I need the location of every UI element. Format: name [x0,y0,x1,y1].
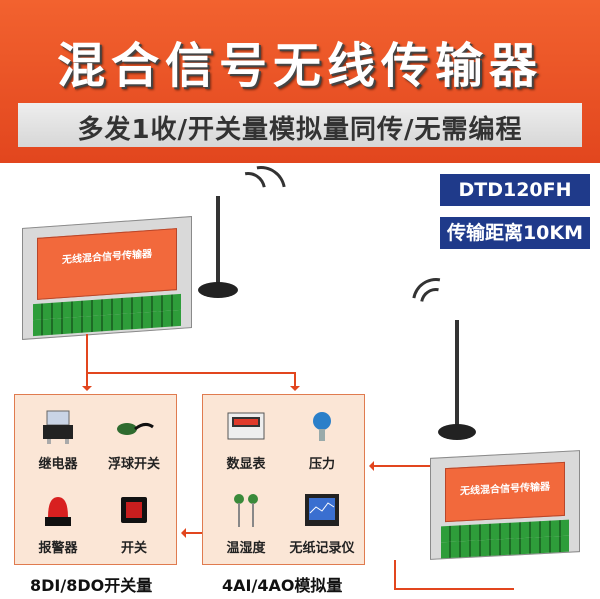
antenna-base-icon [198,282,238,298]
relay-icon [43,410,73,444]
antenna-base-icon [438,424,476,440]
analog-io-caption: 4AI/4AO模拟量 [222,576,343,595]
connector-line [394,560,396,590]
model-badge: DTD120FH [440,174,590,206]
list-item: 报警器 [23,491,93,556]
antenna-icon [216,196,220,288]
item-label: 温湿度 [226,541,266,556]
device-face-label: 无线混合信号传输器 [62,248,152,267]
item-label: 报警器 [38,541,78,556]
connector-line [184,532,204,534]
digital-meter-icon [227,412,265,440]
connector-line [294,372,296,388]
subtitle-bar [18,103,582,147]
item-label: 开关 [120,541,147,556]
list-item: 数显表 [211,407,281,472]
list-item: 浮球开关 [99,407,169,472]
connector-line [86,372,88,388]
item-label: 浮球开关 [107,457,160,472]
page-title: 混合信号无线传输器 [56,38,543,94]
connector-line [86,372,296,374]
alarm-light-icon [45,497,71,526]
switch-icon [121,497,147,523]
arrow-down-icon [290,386,300,396]
paperless-recorder-icon [305,494,339,526]
temperature-probe-icon [234,494,258,527]
item-label: 压力 [308,457,335,472]
item-label: 无纸记录仪 [289,541,355,556]
analog-io-panel: 数显表 压力 温湿度 无纸记录仪 [202,394,365,565]
page-subtitle: 多发1收/开关量模拟量同传/无需编程 [77,115,523,145]
receiver-device-image: 无线混合信号传输器 [430,450,580,560]
device-face-plate: 无线混合信号传输器 [37,228,177,300]
main-device-image: 无线混合信号传输器 [22,216,192,340]
list-item: 温湿度 [211,491,281,556]
device-face-label: 无线混合信号传输器 [460,481,550,498]
connector-line [372,465,430,467]
list-item: 开关 [99,491,169,556]
arrow-left-icon [176,528,186,538]
device-face-plate: 无线混合信号传输器 [445,461,565,523]
header-banner: 混合信号无线传输器 多发1收/开关量模拟量同传/无需编程 [0,0,600,163]
arrow-left-icon [364,461,374,471]
arrow-down-icon [82,386,92,396]
pressure-sensor-icon [313,412,331,441]
item-label: 数显表 [226,457,266,472]
digital-io-panel: 继电器 浮球开关 报警器 开关 [14,394,177,565]
list-item: 压力 [287,407,357,472]
connector-line [86,334,88,372]
connector-line [394,588,514,590]
list-item: 继电器 [23,407,93,472]
item-label: 继电器 [38,457,78,472]
signal-waves-icon [226,156,296,226]
signal-waves-icon [402,268,470,336]
distance-badge: 传输距离10KM [440,217,590,249]
digital-io-caption: 8DI/8DO开关量 [30,576,153,595]
antenna-icon [455,320,459,436]
list-item: 无纸记录仪 [287,491,357,556]
float-switch-icon [117,422,154,435]
